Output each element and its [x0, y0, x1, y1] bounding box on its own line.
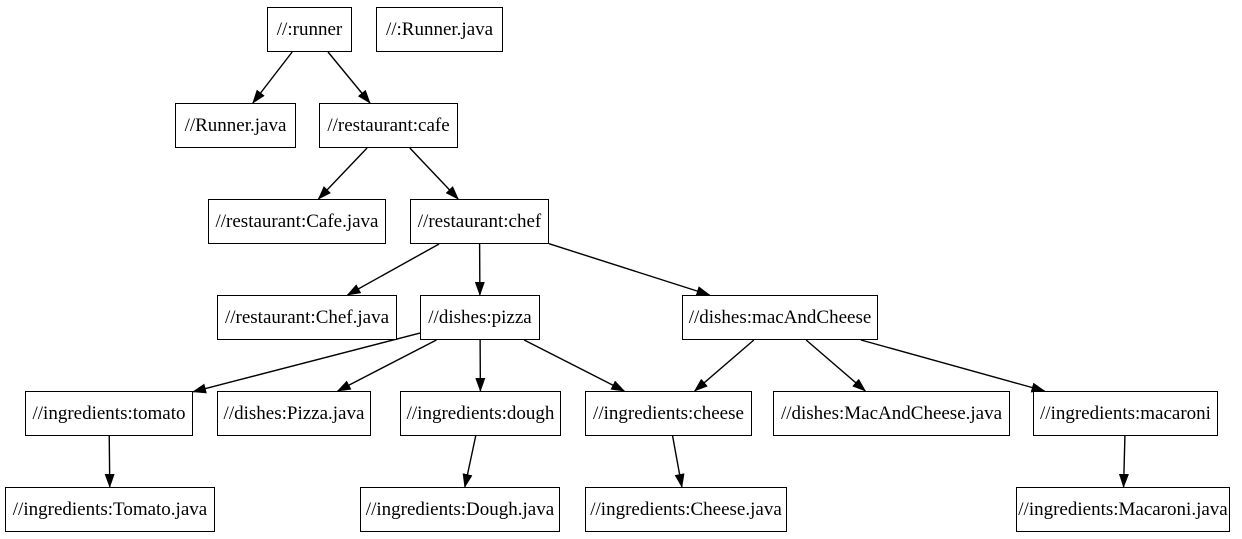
graph-edge-runner-to-runner-java [252, 51, 293, 104]
graph-edge-mac-to-mac-java [805, 339, 867, 392]
graph-node-label: //restaurant:chef [417, 211, 542, 232]
graph-node-macaroni: //ingredients:macaroni [1033, 391, 1218, 436]
graph-edge-pizza-to-cheese [523, 339, 626, 392]
graph-node-chef-java: //restaurant:Chef.java [217, 295, 397, 340]
graph-node-runner-src: //:Runner.java [376, 7, 503, 52]
graph-node-label: //ingredients:tomato [32, 403, 186, 424]
graph-node-label: //dishes:Pizza.java [223, 403, 365, 424]
graph-node-label: //Runner.java [184, 115, 287, 136]
graph-node-mac-java: //dishes:MacAndCheese.java [773, 391, 1010, 436]
graph-node-label: //ingredients:Dough.java [365, 499, 555, 520]
graph-edge-dough-to-dough-java [462, 435, 477, 488]
graph-node-cafe-java: //restaurant:Cafe.java [208, 199, 386, 244]
graph-edge-pizza-to-pizza-java [336, 339, 437, 392]
graph-edge-cafe-to-chef [409, 147, 459, 200]
graph-edge-mac-to-macaroni [860, 339, 1046, 393]
graph-node-dough: //ingredients:dough [400, 391, 561, 436]
graph-node-macaroni-java: //ingredients:Macaroni.java [1016, 487, 1230, 532]
graph-node-mac: //dishes:macAndCheese [682, 295, 878, 340]
graph-edge-macaroni-to-macaroni-java [1118, 435, 1129, 488]
graph-node-label: //dishes:MacAndCheese.java [780, 403, 1003, 424]
graph-node-chef: //restaurant:chef [410, 199, 549, 244]
graph-node-runner: //:runner [267, 7, 352, 52]
graph-node-label: //restaurant:cafe [327, 115, 450, 136]
graph-node-tomato-java: //ingredients:Tomato.java [5, 487, 215, 532]
graph-node-label: //ingredients:Tomato.java [12, 499, 208, 520]
graph-node-label: //ingredients:dough [406, 403, 555, 424]
graph-node-cheese-java: //ingredients:Cheese.java [585, 487, 787, 532]
graph-edge-pizza-to-tomato [192, 332, 421, 394]
graph-edge-chef-to-mac [548, 243, 711, 296]
graph-node-dough-java: //ingredients:Dough.java [360, 487, 560, 532]
graph-node-tomato: //ingredients:tomato [25, 391, 193, 436]
graph-node-pizza: //dishes:pizza [420, 295, 540, 340]
graph-node-runner-java: //Runner.java [175, 103, 296, 148]
graph-edge-mac-to-cheese [693, 339, 755, 392]
graph-node-pizza-java: //dishes:Pizza.java [217, 391, 371, 436]
graph-node-label: //dishes:pizza [428, 307, 532, 328]
graph-node-label: //dishes:macAndCheese [688, 307, 872, 328]
graph-node-label: //ingredients:macaroni [1040, 403, 1211, 424]
graph-node-label: //ingredients:Macaroni.java [1018, 499, 1228, 520]
graph-node-label: //restaurant:Chef.java [224, 307, 390, 328]
graph-edge-cheese-to-cheese-java [671, 435, 685, 488]
graph-edge-runner-to-cafe [327, 51, 371, 104]
graph-node-label: //restaurant:Cafe.java [215, 211, 379, 232]
graph-edge-chef-to-chef-java [346, 243, 440, 296]
graph-edge-cafe-to-cafe-java [317, 147, 368, 200]
graph-node-label: //ingredients:cheese [593, 403, 744, 424]
graph-node-label: //ingredients:Cheese.java [590, 499, 782, 520]
graph-node-label: //:runner [276, 19, 343, 40]
graph-node-label: //:Runner.java [385, 19, 494, 40]
graph-node-cafe: //restaurant:cafe [319, 103, 458, 148]
graph-edge-tomato-to-tomato-java [104, 435, 115, 488]
graph-node-cheese: //ingredients:cheese [585, 391, 752, 436]
